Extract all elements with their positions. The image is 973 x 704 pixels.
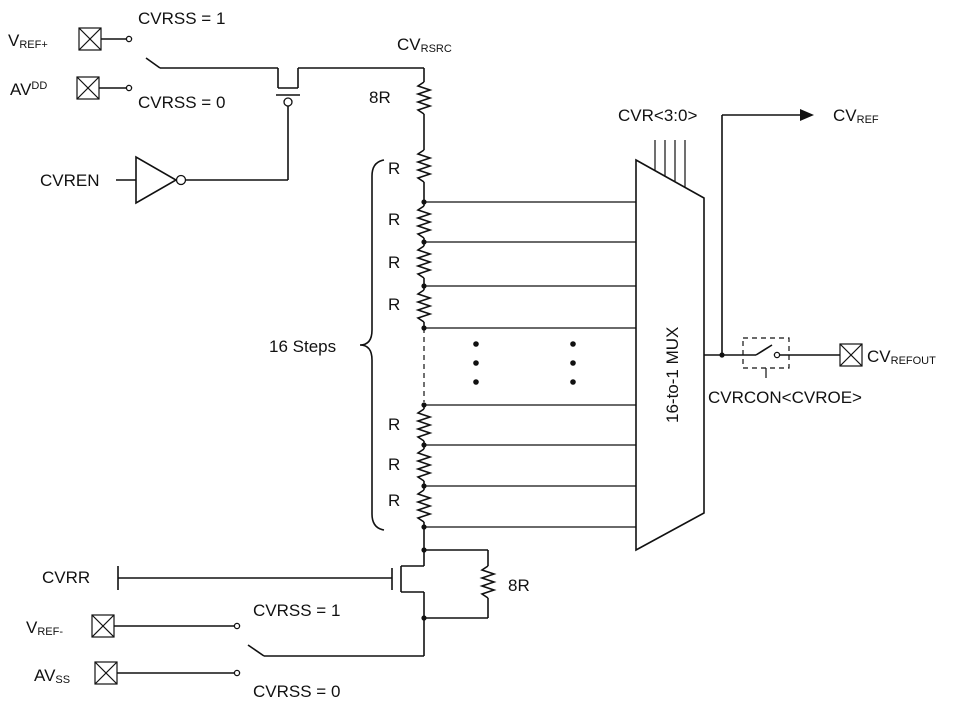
resistor-8r-top-icon [415,81,433,115]
cvrefout-pin-icon [839,343,863,367]
resistor-icon [415,408,433,442]
cvrss-0-top-label: CVRSS = 0 [138,93,225,112]
sixteen-steps-brace [359,159,385,531]
switch-contact [233,622,241,630]
r-label: R [388,491,400,510]
mux-label: 16-to-1 MUX [663,327,682,423]
r-label: R [388,295,400,314]
cvrr-label: CVRR [42,568,90,587]
resistor-8r-bottom-icon [479,565,497,599]
cvrcon-label: CVRCON<CVROE> [708,388,862,407]
vref-minus-label: VREF- [26,618,63,638]
arrow-right-icon [800,109,814,121]
cvrsrc-label: CVRSRC [397,35,452,55]
r-label: R [388,415,400,434]
cvr-bits-label: CVR<3:0> [618,106,697,125]
cvrss-1-top-label: CVRSS = 1 [138,9,225,28]
ellipsis-icon [473,341,576,385]
top-switch-arm [145,57,161,69]
vref-plus-pin-icon [78,27,102,51]
top-pmos-transistor-icon [276,68,300,180]
vref-plus-label: VREF+ [8,31,48,51]
r-label: R [388,455,400,474]
resistor-icon [415,149,433,183]
cvroe-switch-box [742,337,790,369]
avdd-label: AVDD [10,80,47,99]
cvren-label: CVREN [40,171,100,190]
cvrefout-label: CVREFOUT [867,347,936,367]
switch-contact [125,84,133,92]
cvr-select-lines [654,140,686,187]
switch-contact [773,351,781,359]
cvref-label: CVREF [833,106,879,126]
resistor-icon [415,245,433,279]
resistor-icon [415,289,433,323]
switch-contact [125,35,133,43]
r-8r-bottom-label: 8R [508,576,530,595]
cvren-inverter-icon [135,155,187,205]
mux-block [635,158,705,552]
avss-label: AVSS [34,666,70,686]
vref-minus-pin-icon [91,614,115,638]
cvroe-switch-arm [755,344,773,356]
resistor-icon [415,489,433,523]
r-8r-top-label: 8R [369,88,391,107]
cvrss-1-bottom-label: CVRSS = 1 [253,601,340,620]
avdd-pin-icon [76,76,100,100]
cvrss-0-bottom-label: CVRSS = 0 [253,682,340,701]
r-label: R [388,159,400,178]
avss-pin-icon [94,661,118,685]
r-label: R [388,210,400,229]
bottom-switch-arm [247,644,265,657]
bottom-nmos-transistor-icon [391,550,425,618]
sixteen-steps-label: 16 Steps [269,337,336,356]
resistor-icon [415,205,433,239]
r-label: R [388,253,400,272]
switch-contact [233,669,241,677]
resistor-icon [415,448,433,482]
